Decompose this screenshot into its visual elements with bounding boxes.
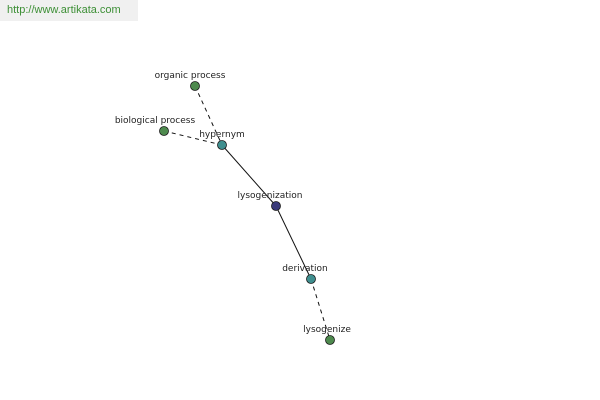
- node-lysogenize[interactable]: lysogenize: [303, 325, 351, 345]
- edge-biological-process-to-hypernym: [163, 130, 223, 146]
- node-label-hypernym: hypernym: [199, 130, 245, 140]
- node-organic-process[interactable]: organic process: [155, 71, 226, 91]
- node-hypernym[interactable]: hypernym: [199, 130, 245, 150]
- node-label-biological-process: biological process: [115, 116, 196, 126]
- edge-hypernym-to-lysogenization: [221, 144, 277, 207]
- node-label-organic-process: organic process: [155, 71, 226, 81]
- edge-lysogenization-to-derivation: [275, 205, 312, 280]
- node-lysogenization[interactable]: lysogenization: [238, 191, 303, 211]
- node-marker-derivation[interactable]: [306, 274, 316, 284]
- node-label-derivation: derivation: [282, 264, 328, 274]
- node-marker-lysogenize[interactable]: [325, 335, 335, 345]
- source-url-link[interactable]: http://www.artikata.com: [7, 4, 121, 16]
- node-marker-biological-process[interactable]: [159, 126, 169, 136]
- node-marker-hypernym[interactable]: [217, 140, 227, 150]
- node-marker-organic-process[interactable]: [190, 81, 200, 91]
- node-label-lysogenization: lysogenization: [238, 191, 303, 201]
- source-banner: http://www.artikata.com: [0, 0, 138, 21]
- node-derivation[interactable]: derivation: [282, 264, 328, 284]
- node-label-lysogenize: lysogenize: [303, 325, 351, 335]
- node-biological-process[interactable]: biological process: [115, 116, 196, 136]
- edges-layer: [163, 85, 331, 341]
- edge-organic-process-to-hypernym: [194, 85, 223, 146]
- nodes-layer: organic process biological processhyperny…: [115, 71, 351, 345]
- edge-derivation-to-lysogenize: [310, 278, 331, 341]
- node-marker-lysogenization[interactable]: [271, 201, 281, 211]
